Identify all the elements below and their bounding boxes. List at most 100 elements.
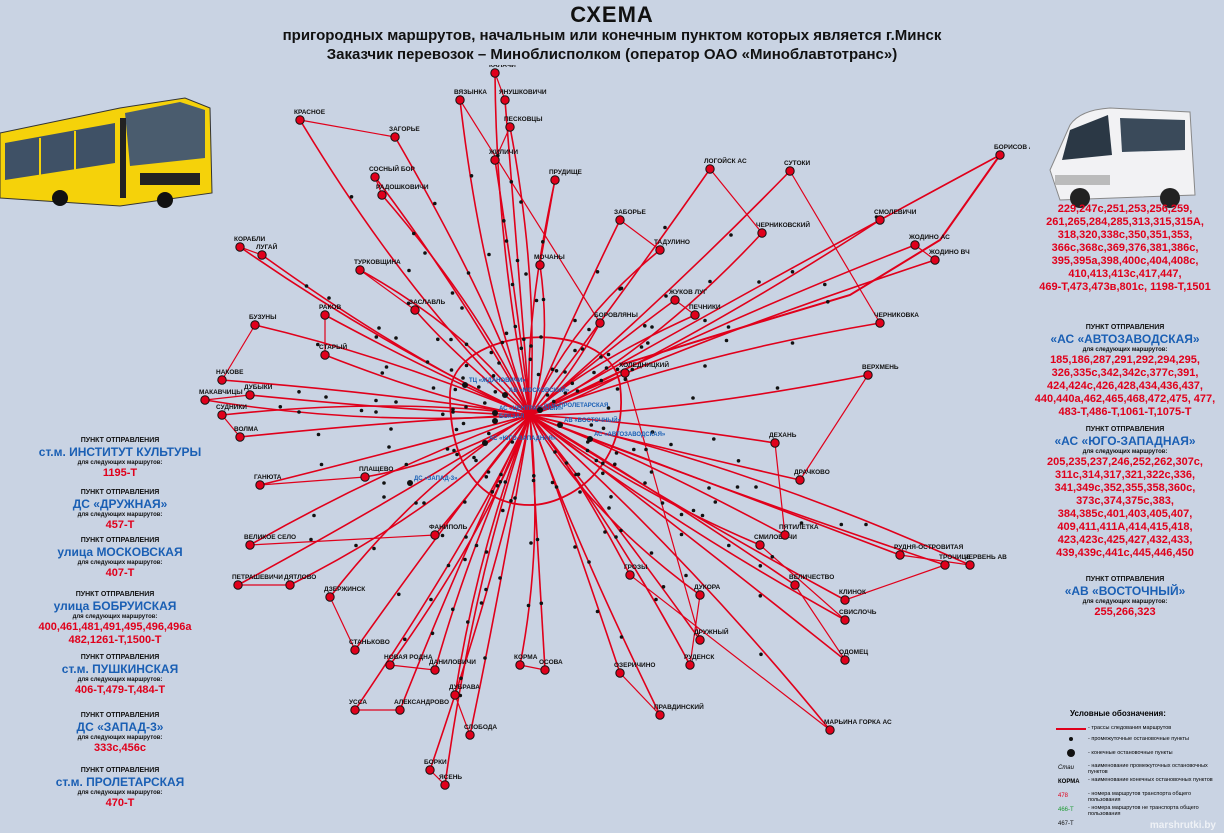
route-line (519, 414, 536, 666)
terminal-name: НОВАЯ РОДНА (384, 654, 433, 661)
terminal-name: ГРОЗЫ (624, 564, 647, 571)
intermediate-stop-dot (312, 513, 316, 518)
terminal-name: ДЕХАНЬ (769, 432, 797, 439)
terminal-name: РУДНЯ-ОСТРОВИТАЯ (894, 544, 964, 551)
terminal-name: ВЕЛИЧЕСТВО (789, 574, 834, 581)
station-name: ТЦ «ЖДАНОВИЧИ» (469, 378, 526, 384)
terminal-name: БУЗУНЫ (249, 314, 276, 321)
terminal-stop-dot (395, 705, 405, 715)
departure-institut-kultury: ПУНКТ ОТПРАВЛЕНИЯ ст.м. ИНСТИТУТ КУЛЬТУР… (30, 436, 210, 480)
route-line (529, 264, 546, 416)
intermediate-stop-dot (529, 344, 533, 348)
terminal-name: ЖИЛИЧИ (488, 149, 518, 156)
terminal-name: БОРИСОВ АВ (994, 144, 1030, 151)
intermediate-stop-dot (297, 390, 301, 394)
intermediate-stop-dot (446, 563, 451, 568)
terminal-name: ЧЕРНИКОВКА (874, 312, 919, 319)
intermediate-stop-dot (707, 486, 711, 490)
intermediate-stop-dot (770, 555, 775, 559)
intermediate-stop-dot (382, 495, 386, 499)
intermediate-stop-dot (564, 461, 569, 465)
intermediate-stop-dot (431, 386, 436, 390)
intermediate-stop-dot (550, 480, 555, 485)
terminal-name: УССА (349, 699, 367, 706)
intermediate-stop-dot (529, 541, 533, 545)
intermediate-stop-dot (515, 258, 520, 263)
route-line (774, 442, 786, 536)
map-legend: Условные обозначения: Стаи КОРМА 478 466… (1050, 705, 1220, 830)
route-line (239, 414, 531, 438)
intermediate-stop-dot (487, 431, 491, 436)
intermediate-stop-dot (359, 408, 364, 413)
route-list: 229,247с,251,253,256,259, 261,265,284,28… (1046, 203, 1204, 280)
departure-station: улица БОБРУИСКАЯ (53, 599, 177, 613)
terminal-stop-dot (625, 570, 635, 580)
intermediate-stop-dot (592, 370, 596, 375)
legend-sample-terminal: КОРМА (1058, 779, 1080, 785)
route-line (359, 269, 531, 416)
terminal-stop-dot (245, 390, 255, 400)
intermediate-stop-dot (691, 508, 696, 513)
terminal-stop-dot (940, 560, 950, 570)
intermediate-stop-dot (486, 470, 491, 474)
terminal-name: КЛИНОК (839, 589, 866, 596)
route-line (529, 414, 786, 536)
terminal-name: ПЕСКОВЦЫ (504, 116, 543, 123)
route-line (259, 476, 366, 486)
terminal-name: БОРОВЛЯНЫ (594, 312, 638, 319)
intermediate-stop-dot (703, 318, 707, 323)
intermediate-stop-dot (573, 545, 577, 549)
terminal-name: РАДОШКОВИЧИ (376, 184, 429, 191)
terminal-stop-dot (780, 530, 790, 540)
intermediate-stop-dot (664, 294, 668, 298)
route-line (359, 269, 416, 311)
terminal-stop-dot (235, 432, 245, 442)
terminal-stop-dot (863, 370, 873, 380)
departure-pushkinskaya: ПУНКТ ОТПРАВЛЕНИЯ ст.м. ПУШКИНСКАЯ для с… (30, 653, 210, 697)
departure-station: ДС «ЗАПАД-3» (76, 720, 164, 734)
city-stations: АВ «МОСКОВСКИЙ»АС «ЦЕНТРАЛЬНЫЙ»АС «АВТОЗ… (407, 378, 666, 486)
intermediate-stop-dot (607, 506, 611, 510)
intermediate-stop-dot (483, 656, 487, 660)
intermediate-stop-dot (433, 201, 437, 206)
route-line (624, 372, 701, 641)
intermediate-stop-dot (573, 318, 577, 323)
route-line (381, 194, 531, 416)
intermediate-stop-dot (606, 352, 611, 357)
route-line (221, 379, 531, 416)
terminal-name: СУТОКИ (784, 160, 810, 167)
route-line (449, 336, 623, 506)
terminal-name: МОЧАНЫ (534, 254, 565, 261)
terminal-stop-dot (245, 540, 255, 550)
intermediate-stop-dot (423, 251, 427, 255)
route-line (529, 414, 621, 674)
terminal-name: НАКОВЕ (216, 369, 244, 376)
intermediate-stop-dot (436, 337, 440, 342)
route-line (394, 136, 531, 416)
intermediate-stop-dot (394, 400, 398, 404)
legend-item: - номера маршрутов не транспорта общего … (1088, 805, 1199, 817)
station-dot (537, 407, 543, 413)
intermediate-stop-dot (601, 461, 605, 466)
route-line (354, 414, 531, 711)
intermediate-stop-dot (484, 587, 488, 592)
intermediate-stop-dot (570, 381, 575, 386)
terminal-stop-dot (490, 68, 500, 78)
intermediate-stop-dot (490, 490, 495, 494)
intermediate-stop-dot (414, 501, 418, 505)
route-line (289, 414, 531, 586)
intermediate-stop-dot (646, 341, 650, 345)
route-line (261, 254, 531, 416)
terminal-stop-dot (695, 635, 705, 645)
departure-zapad-3: ПУНКТ ОТПРАВЛЕНИЯ ДС «ЗАПАД-3» для следу… (30, 711, 210, 755)
terminal-stop-dot (840, 615, 850, 625)
departure-yugo-zapadnaya: ПУНКТ ОТПРАВЛЕНИЯ «АС «ЮГО-ЗАПАДНАЯ» для… (1030, 425, 1220, 560)
terminal-stop-dot (910, 240, 920, 250)
terminal-name: БОРКИ (424, 759, 447, 766)
terminal-name: ДРАЧКОВО (794, 469, 830, 476)
intermediate-stop-dot (461, 421, 466, 426)
intermediate-stop-dot (531, 478, 536, 483)
intermediate-stop-dot (497, 361, 501, 365)
legend-item: - наименование конечных остановочных пун… (1088, 777, 1213, 783)
route-line (529, 249, 661, 416)
